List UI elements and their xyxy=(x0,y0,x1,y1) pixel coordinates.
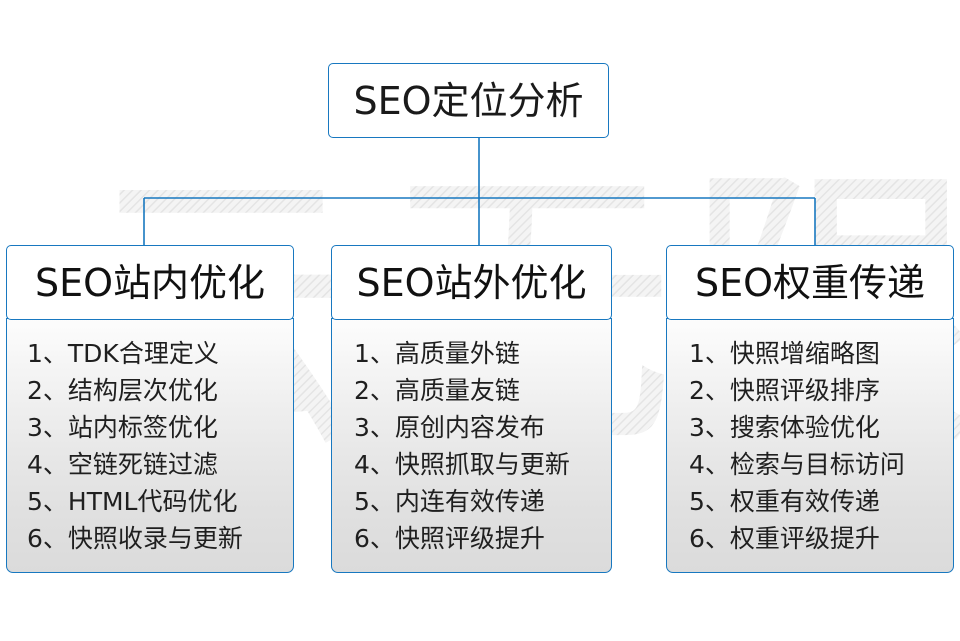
list-item: 4、快照抓取与更新 xyxy=(354,450,570,479)
list-item: 1、快照增缩略图 xyxy=(689,339,880,368)
list-item: 4、空链死链过滤 xyxy=(27,450,218,479)
list-item: 5、内连有效传递 xyxy=(354,487,545,516)
list-item: 2、快照评级排序 xyxy=(689,376,880,405)
list-item: 6、快照评级提升 xyxy=(354,524,545,553)
list-item: 2、结构层次优化 xyxy=(27,376,218,405)
list-item: 2、高质量友链 xyxy=(354,376,520,405)
branch-body-weight: 1、快照增缩略图 2、快照评级排序 3、搜索体验优化 4、检索与目标访问 5、权… xyxy=(666,318,954,573)
branch-header-offsite[interactable]: SEO站外优化 xyxy=(331,245,612,320)
list-item: 1、高质量外链 xyxy=(354,339,520,368)
list-item: 5、HTML代码优化 xyxy=(27,487,238,516)
root-node[interactable]: SEO定位分析 xyxy=(328,63,609,138)
list-item: 3、搜索体验优化 xyxy=(689,413,880,442)
branch-item-list: 1、快照增缩略图 2、快照评级排序 3、搜索体验优化 4、检索与目标访问 5、权… xyxy=(667,335,953,557)
branch-header-title: SEO站外优化 xyxy=(356,260,587,305)
list-item: 6、权重评级提升 xyxy=(689,524,880,553)
branch-item-list: 1、高质量外链 2、高质量友链 3、原创内容发布 4、快照抓取与更新 5、内连有… xyxy=(332,335,611,557)
list-item: 5、权重有效传递 xyxy=(689,487,880,516)
branch-body-onsite: 1、TDK合理定义 2、结构层次优化 3、站内标签优化 4、空链死链过滤 5、H… xyxy=(6,318,294,573)
branch-body-offsite: 1、高质量外链 2、高质量友链 3、原创内容发布 4、快照抓取与更新 5、内连有… xyxy=(331,318,612,573)
branch-item-list: 1、TDK合理定义 2、结构层次优化 3、站内标签优化 4、空链死链过滤 5、H… xyxy=(7,335,293,557)
list-item: 6、快照收录与更新 xyxy=(27,524,243,553)
list-item: 4、检索与目标访问 xyxy=(689,450,905,479)
root-node-title: SEO定位分析 xyxy=(353,78,584,123)
branch-header-onsite[interactable]: SEO站内优化 xyxy=(6,245,294,320)
list-item: 3、原创内容发布 xyxy=(354,413,545,442)
list-item: 3、站内标签优化 xyxy=(27,413,218,442)
branch-header-weight[interactable]: SEO权重传递 xyxy=(666,245,954,320)
branch-header-title: SEO站内优化 xyxy=(34,260,266,305)
branch-header-title: SEO权重传递 xyxy=(694,260,926,305)
list-item: 1、TDK合理定义 xyxy=(27,339,219,368)
